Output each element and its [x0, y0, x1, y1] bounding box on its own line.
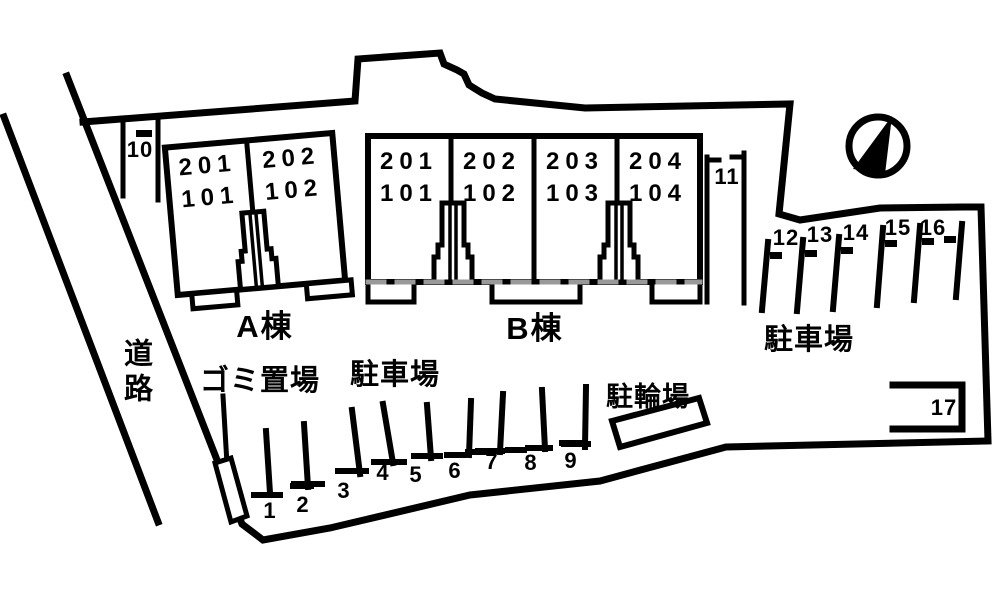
- building-a-labels: 201 202 101 102: [165, 133, 345, 295]
- parking-spot-10-lines: [120, 114, 161, 203]
- spot-label-12: 12: [772, 225, 800, 250]
- spot-label-1: 1: [263, 498, 277, 523]
- parking-spot-17-bracket: [889, 381, 966, 433]
- parking-spot-11-lines: [704, 150, 747, 306]
- spot-label-9: 9: [564, 448, 578, 473]
- parking-bottom-label: 駐車場: [349, 359, 440, 391]
- garbage-leader-line: [220, 393, 230, 467]
- building-b: [365, 133, 703, 305]
- spot-label-15: 15: [884, 215, 912, 240]
- spot-label-8: 8: [524, 450, 538, 475]
- bicycle-area-label: 駐輪場: [606, 382, 690, 412]
- building-a-divider: [243, 137, 256, 215]
- unit-label-b-203: 203: [545, 148, 605, 175]
- road-left-edge: [0, 112, 163, 527]
- building-a-porch-left: [189, 287, 241, 312]
- spot-label-6: 6: [448, 458, 462, 483]
- unit-label-a-101: 101: [180, 181, 241, 214]
- unit-label-b-102: 102: [462, 180, 522, 207]
- spot-label-3: 3: [337, 478, 351, 503]
- unit-label-b-104: 104: [628, 180, 688, 207]
- spot-label-11: 11: [714, 164, 740, 189]
- building-b-stair-tower-1: [431, 200, 475, 285]
- spot-label-16: 16: [919, 215, 947, 240]
- unit-label-a-202: 202: [261, 142, 322, 175]
- building-b-porch-right: [649, 279, 703, 305]
- unit-label-b-103: 103: [545, 180, 605, 207]
- unit-label-a-102: 102: [263, 174, 325, 206]
- spot-label-17: 17: [930, 395, 958, 420]
- building-a-stair-rails: [248, 212, 265, 291]
- building-b-name: B棟: [506, 311, 564, 346]
- building-a-porch-right: [303, 277, 356, 302]
- unit-label-a-201: 201: [177, 149, 238, 182]
- unit-label-b-201: 201: [379, 148, 439, 175]
- spot-label-10: 10: [126, 137, 154, 162]
- road-label: 道路: [119, 338, 152, 408]
- spot-label-14: 14: [842, 220, 870, 245]
- garbage-area-label: ゴミ置場: [199, 365, 320, 397]
- site-boundary: [62, 49, 992, 544]
- parking-bottom-lines: [251, 383, 591, 498]
- spot-label-13: 13: [806, 222, 834, 247]
- building-b-porch-mid: [489, 279, 583, 305]
- parking-right-lines: [758, 220, 966, 315]
- garbage-enclosure: [211, 454, 251, 526]
- building-b-stair-rails-1: [448, 203, 458, 284]
- unit-label-b-101: 101: [379, 180, 439, 207]
- spot-label-7: 7: [485, 449, 499, 474]
- building-b-stair-tower-2: [597, 200, 641, 285]
- spot-label-4: 4: [376, 460, 390, 485]
- spot-label-5: 5: [409, 462, 423, 487]
- parking-right-label: 駐車場: [763, 324, 854, 356]
- building-b-porch-left: [365, 279, 417, 305]
- building-a: [161, 129, 356, 312]
- building-a-name: A棟: [236, 309, 294, 344]
- unit-label-b-202: 202: [462, 148, 522, 175]
- bicycle-enclosure: [608, 394, 711, 451]
- spot-10-tick: [136, 130, 152, 137]
- north-arrow-icon: [845, 113, 911, 179]
- building-b-stair-rails-2: [614, 203, 624, 284]
- spot-label-2: 2: [296, 492, 310, 517]
- parking-right-ticks: [770, 236, 956, 259]
- unit-label-b-204: 204: [628, 148, 688, 175]
